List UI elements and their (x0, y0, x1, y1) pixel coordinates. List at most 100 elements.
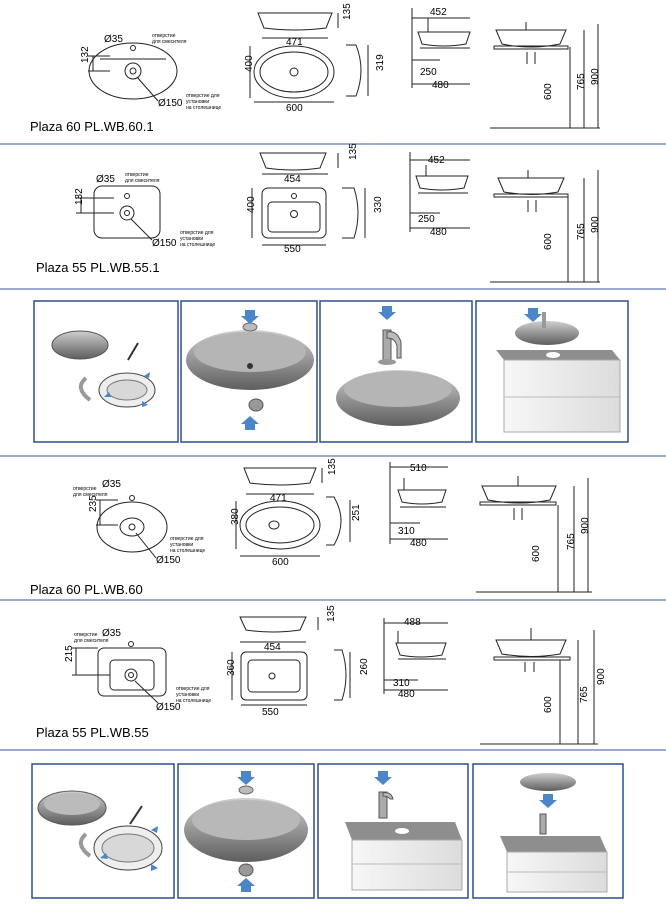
plan-view (76, 185, 161, 241)
plan-drain-label: Ø150 (158, 98, 183, 109)
height-600-label: 600 (543, 233, 554, 250)
model-label: Plaza 60 PL.WB.60.1 (30, 119, 154, 134)
plan-note-bottom-2: установки (186, 99, 209, 105)
arrow-icon (100, 853, 108, 859)
side-a-label: 452 (430, 7, 447, 18)
plan-note-bottom-1: отверстие для (176, 686, 210, 692)
side-c-label: 480 (430, 227, 447, 238)
plan-view (72, 641, 167, 704)
top-view (251, 187, 327, 246)
side-c-label: 480 (410, 538, 427, 549)
arrow-icon (144, 372, 150, 378)
plan-note-top-1: отверстие (125, 172, 149, 178)
top-width-label: 600 (272, 557, 289, 568)
plan-note-bottom-1: отверстие для (170, 536, 204, 542)
section-plaza-55: Ø35 215 Ø150 отверстие для смесителя отв… (36, 605, 607, 745)
section-plaza-60-1: Ø35 132 Ø150 отверстие для смесителя отв… (30, 3, 601, 134)
side-elevation (411, 8, 471, 88)
height-600-label: 600 (531, 545, 542, 562)
height-900-label: 900 (596, 668, 607, 685)
plan-depth-label: 132 (74, 188, 85, 205)
side-view (326, 496, 351, 546)
front-view (257, 12, 339, 39)
plan-drain-label: Ø150 (152, 238, 177, 249)
plan-note-bottom-3: на столешнице (186, 105, 221, 111)
top-depth-label: 360 (226, 659, 237, 676)
front-elevation (480, 628, 598, 745)
top-width-label: 600 (286, 103, 303, 114)
arrow-icon (151, 864, 158, 871)
plan-depth-label: 215 (64, 645, 75, 662)
height-600-label: 600 (543, 83, 554, 100)
plan-depth-label: 132 (80, 46, 91, 63)
install-strip-1 (33, 300, 629, 443)
plan-note-bottom-3: на столешнице (180, 242, 215, 248)
top-depth-label: 400 (244, 55, 255, 72)
side-elevation (383, 618, 448, 694)
front-elevation (476, 476, 592, 593)
top-view (249, 45, 335, 103)
front-view (259, 152, 339, 175)
height-900-label: 900 (580, 517, 591, 534)
plan-drain-label: Ø150 (156, 555, 181, 566)
front-width-label: 454 (284, 174, 301, 185)
height-900-label: 900 (590, 216, 601, 233)
plan-note-top-2: для смесителя (125, 178, 160, 184)
height-600-label: 600 (543, 696, 554, 713)
side-b-label: 310 (398, 526, 415, 537)
plan-hole-label: Ø35 (96, 174, 115, 185)
plan-note-bottom-2: установки (180, 236, 203, 242)
plan-hole-label: Ø35 (102, 479, 121, 490)
arrow-icon (374, 771, 392, 785)
model-label: Plaza 55 PL.WB.55 (36, 725, 149, 740)
front-view (243, 467, 323, 495)
arrow-icon (237, 771, 255, 785)
side-depth-label: 330 (373, 196, 384, 213)
top-width-label: 550 (262, 707, 279, 718)
plan-note-top-1: отверстие (152, 33, 176, 39)
plan-note-bottom-2: установки (170, 542, 193, 548)
front-width-label: 471 (286, 37, 303, 48)
top-view (231, 651, 308, 706)
front-width-label: 471 (270, 493, 287, 504)
side-depth-label: 251 (351, 504, 362, 521)
side-elevation (409, 152, 470, 232)
plan-note-top-1: отверстие (73, 486, 97, 492)
arrow-icon (378, 306, 396, 320)
top-width-label: 550 (284, 244, 301, 255)
plan-hole-label: Ø35 (102, 628, 121, 639)
install-panel-1 (33, 300, 179, 443)
front-height-label: 135 (327, 458, 338, 475)
model-label: Plaza 60 PL.WB.60 (30, 582, 143, 597)
plan-drain-label: Ø150 (156, 702, 181, 713)
arrow-icon (104, 392, 111, 397)
install-strip-2 (31, 763, 624, 899)
side-view (334, 649, 351, 701)
side-a-label: 488 (404, 617, 421, 628)
top-depth-label: 400 (246, 196, 257, 213)
side-view (342, 187, 366, 239)
plan-note-bottom-1: отверстие для (180, 230, 214, 236)
model-label: Plaza 55 PL.WB.55.1 (36, 260, 160, 275)
plan-note-bottom-3: на столешнице (170, 548, 205, 554)
top-depth-label: 380 (230, 508, 241, 525)
side-a-label: 452 (428, 155, 445, 166)
top-view (235, 500, 321, 557)
front-width-label: 454 (264, 642, 281, 653)
side-a-label: 510 (410, 463, 427, 474)
plan-view (96, 495, 168, 559)
height-900-label: 900 (590, 68, 601, 85)
arrow-icon (241, 416, 259, 430)
arrow-icon (237, 878, 255, 892)
height-765-label: 765 (576, 223, 587, 240)
side-depth-label: 319 (375, 54, 386, 71)
front-view (239, 616, 319, 643)
side-b-label: 310 (393, 678, 410, 689)
plan-note-bottom-1: отверстие для (186, 93, 220, 99)
plan-depth-label: 235 (88, 495, 99, 512)
side-view (346, 44, 369, 97)
front-elevation (490, 22, 600, 129)
height-765-label: 765 (579, 686, 590, 703)
side-b-label: 250 (418, 214, 435, 225)
